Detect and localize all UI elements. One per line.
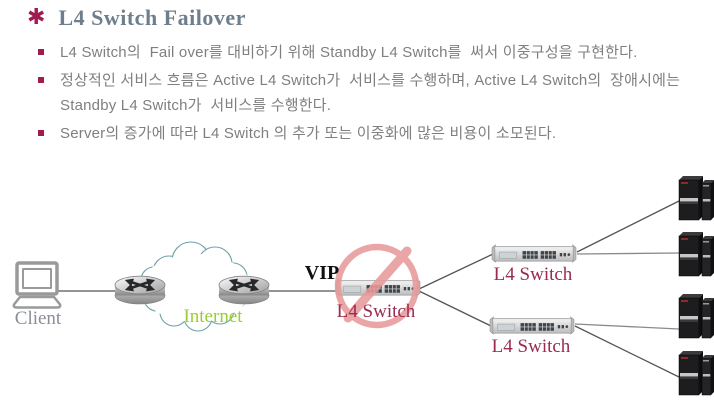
server-icon	[678, 293, 714, 339]
page-title: L4 Switch Failover	[58, 5, 246, 30]
bottom-switch-label: L4 Switch	[491, 336, 571, 357]
standby-l4-switch-bottom-icon	[489, 316, 575, 335]
vip-label: VIP	[304, 262, 340, 284]
bullet-item: 정상적인 서비스 흐름은 Active L4 Switch가 서비스를 수행하며…	[36, 68, 696, 118]
client-label: Client	[14, 308, 62, 329]
server-icon	[678, 231, 714, 277]
bullet-square-icon	[38, 130, 44, 136]
bullet-text: L4 Switch의 Fail over를 대비하기 위해 Standby L4…	[60, 44, 638, 61]
bullet-text: Server의 증가에 따라 L4 Switch 의 추가 또는 이중화에 많은…	[60, 125, 557, 142]
router-icon	[219, 276, 269, 304]
bullet-square-icon	[38, 49, 44, 55]
title-row: ✱ L4 Switch Failover	[27, 4, 246, 31]
standby-l4-switch-top-icon	[491, 244, 577, 263]
bullet-item: Server의 증가에 따라 L4 Switch 의 추가 또는 이중화에 많은…	[36, 121, 696, 146]
top-switch-label: L4 Switch	[493, 264, 573, 285]
link-l4bottom-server4	[574, 325, 680, 378]
router-icon	[115, 276, 165, 304]
link-vipswitch-l4top	[418, 253, 494, 290]
prohibition-icon	[334, 243, 420, 329]
bullet-text: 정상적인 서비스 흐름은 Active L4 Switch가 서비스를 수행하며…	[60, 72, 685, 114]
link-vipswitch-l4bottom	[418, 290, 492, 327]
bullet-square-icon	[38, 77, 44, 83]
title-asterisk-icon: ✱	[27, 5, 46, 30]
link-l4bottom-server3	[574, 323, 680, 330]
link-l4top-server2	[576, 252, 680, 255]
client-computer-icon	[12, 261, 62, 309]
failed-switch-label: L4 Switch	[336, 301, 416, 322]
bullet-list: L4 Switch의 Fail over를 대비하기 위해 Standby L4…	[36, 40, 696, 149]
server-icon	[678, 350, 714, 396]
server-icon	[678, 175, 714, 221]
link-l4top-server1	[576, 200, 680, 253]
internet-label: Internet	[183, 306, 243, 327]
bullet-item: L4 Switch의 Fail over를 대비하기 위해 Standby L4…	[36, 40, 696, 65]
